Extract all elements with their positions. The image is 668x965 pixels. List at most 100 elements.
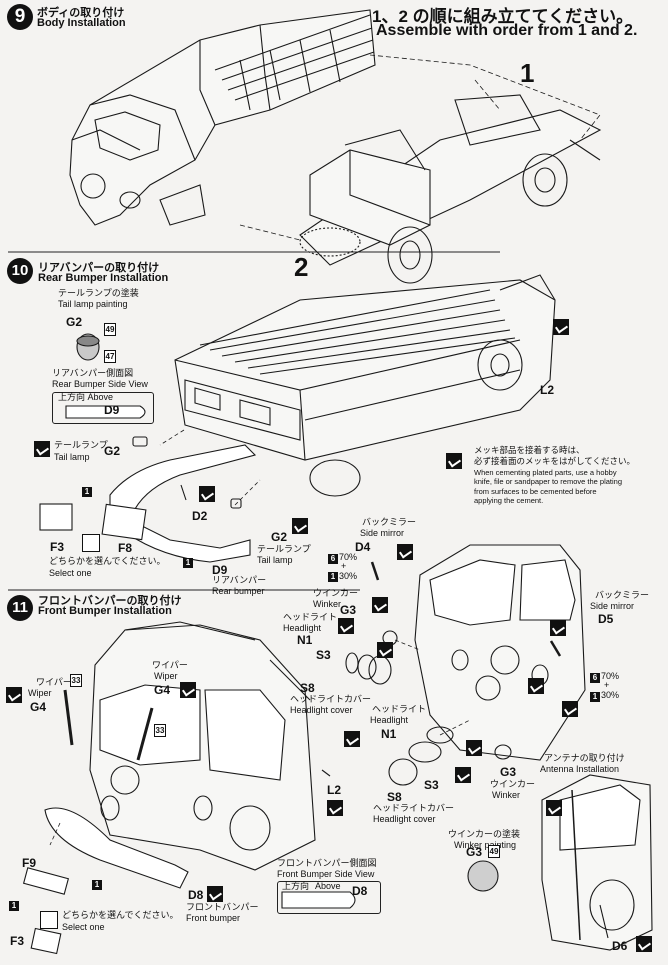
rear-bumper-side-view-box	[52, 392, 154, 424]
part-g2-paint: G2	[66, 315, 83, 329]
part-s3-left: S3	[316, 648, 331, 662]
cement-icon	[553, 319, 569, 335]
tail-lamp-painting-en: Tail lamp painting	[58, 299, 128, 309]
cement-icon	[344, 731, 360, 747]
wiper-jp-center: ワイパー	[152, 660, 188, 670]
part-f3-front: F3	[10, 934, 25, 948]
cement-icon	[6, 687, 22, 703]
wiper-jp-left: ワイパー	[36, 677, 72, 687]
color-6-badge: 6	[590, 673, 600, 683]
part-n1-left: N1	[297, 633, 313, 647]
plating-note-en: When cementing plated parts, use a hobby…	[474, 468, 623, 506]
select-one-en-rear: Select one	[49, 568, 92, 578]
headlight-en-left: Headlight	[283, 623, 322, 633]
front-side-above-en: Above	[315, 881, 341, 891]
step11-number: 11	[7, 595, 33, 621]
headlight-cover-en-left: Headlight cover	[290, 705, 353, 715]
color-33-badge: 33	[154, 724, 166, 737]
headlight-en-right: Headlight	[370, 715, 409, 725]
plating-note-jp1: メッキ部品を接着する時は、	[474, 445, 585, 455]
color-49-badge: 49	[488, 845, 500, 858]
cement-icon	[199, 486, 215, 502]
color-1-badge: 1	[82, 487, 92, 497]
part-s8-left: S8	[300, 681, 315, 695]
part-l2-rear: L2	[540, 383, 555, 397]
tail-lamp-painting-jp: テールランプの塗装	[58, 288, 139, 298]
part-g2-right: G2	[271, 530, 288, 544]
cement-icon	[562, 701, 578, 717]
mix-plus-right: +	[604, 680, 610, 690]
headlight-cover-en-right: Headlight cover	[373, 814, 436, 824]
rear-side-view-jp: リアバンパー側面図	[52, 368, 134, 378]
step10-title-en: Rear Bumper Installation	[38, 272, 169, 284]
cement-icon	[327, 800, 343, 816]
winker-jp-left: ウインカー	[313, 588, 359, 598]
step11-title-en: Front Bumper Installation	[38, 605, 172, 617]
part-g4-left: G4	[30, 700, 47, 714]
headlight-cover-jp-left: ヘッドライトカバー	[290, 694, 372, 704]
part-f9: F9	[22, 856, 37, 870]
mix-70-right: 70%	[601, 671, 620, 681]
winker-painting-jp: ウインカーの塗装	[448, 829, 521, 839]
front-side-view-en: Front Bumper Side View	[277, 869, 375, 879]
antenna-installation-jp: アンテナの取り付け	[544, 753, 625, 763]
rear-bumper-jp: リアバンパー	[212, 575, 267, 585]
part-s3-right: S3	[424, 778, 439, 792]
part-g3-right: G3	[500, 765, 517, 779]
color-47-badge: 47	[104, 350, 116, 363]
winker-en-left: Winker	[313, 599, 342, 609]
part-d5: D5	[598, 612, 614, 626]
side-mirror-en-right: Side mirror	[590, 601, 635, 611]
color-33-badge: 33	[70, 674, 82, 687]
color-1-badge: 1	[92, 880, 102, 890]
side-mirror-jp-right: バックミラー	[595, 590, 650, 600]
tail-lamp-jp-left: テールランプ	[54, 440, 108, 450]
cement-icon	[546, 800, 562, 816]
rear-bumper-en: Rear bumper	[212, 586, 265, 596]
headlight-cover-jp-right: ヘッドライトカバー	[373, 803, 455, 813]
tail-lamp-jp-right: テールランプ	[257, 544, 311, 554]
rear-side-view-en: Rear Bumper Side View	[52, 379, 148, 389]
color-6-badge: 6	[328, 554, 338, 564]
step9-callout-1: 1	[520, 58, 535, 88]
side-mirror-en-left: Side mirror	[360, 528, 405, 538]
step9-title-jp: ボディの取り付け	[37, 7, 125, 19]
wiper-en-center: Wiper	[154, 671, 178, 681]
part-f3-rear: F3	[50, 540, 65, 554]
step11-front-van	[89, 621, 316, 871]
mix-30-right: 30%	[601, 690, 620, 700]
step10-truck	[174, 274, 556, 497]
color-1-badge: 1	[9, 901, 19, 911]
select-one-jp-rear: どちらかを選んでください。	[49, 556, 166, 566]
step11-title-jp: フロントバンパーの取り付け	[38, 595, 182, 607]
assembly-order-en: Assemble with order from 1 and 2.	[376, 22, 638, 39]
step10-title-jp: リアバンパーの取り付け	[38, 262, 160, 274]
step9-number: 9	[7, 4, 33, 30]
front-side-above-jp: 上方向	[282, 881, 310, 891]
cement-icon	[207, 886, 223, 902]
select-icon-front	[40, 911, 58, 929]
part-d8: D8	[188, 888, 204, 902]
cement-icon	[446, 453, 462, 469]
mix-plus-left: +	[341, 561, 347, 571]
front-bumper-jp: フロントバンパー	[186, 902, 259, 912]
cement-icon	[372, 597, 388, 613]
part-s8-right: S8	[387, 790, 402, 804]
color-1-badge: 1	[328, 572, 338, 582]
part-g4-center: G4	[154, 683, 171, 697]
select-icon-rear	[82, 534, 100, 552]
step9-title-en: Body Installation	[37, 17, 126, 29]
front-bumper-side-view-box	[277, 881, 381, 914]
rear-side-above-label: 上方向 Above	[58, 392, 114, 402]
part-d9-side: D9	[104, 403, 120, 417]
headlight-jp-right: ヘッドライト	[372, 704, 427, 714]
cement-icon	[636, 936, 652, 952]
part-d9-bottom: D9	[212, 563, 228, 577]
step9-callout-2: 2	[294, 252, 309, 282]
front-side-view-jp: フロントバンパー側面図	[277, 858, 377, 868]
plating-note-jp2: 必ず接着面のメッキをはがしてください。	[474, 456, 635, 466]
antenna-installation-en: Antenna Installation	[540, 764, 620, 774]
headlight-jp-left: ヘッドライト	[283, 612, 338, 622]
mix-30-left: 30%	[339, 571, 358, 581]
